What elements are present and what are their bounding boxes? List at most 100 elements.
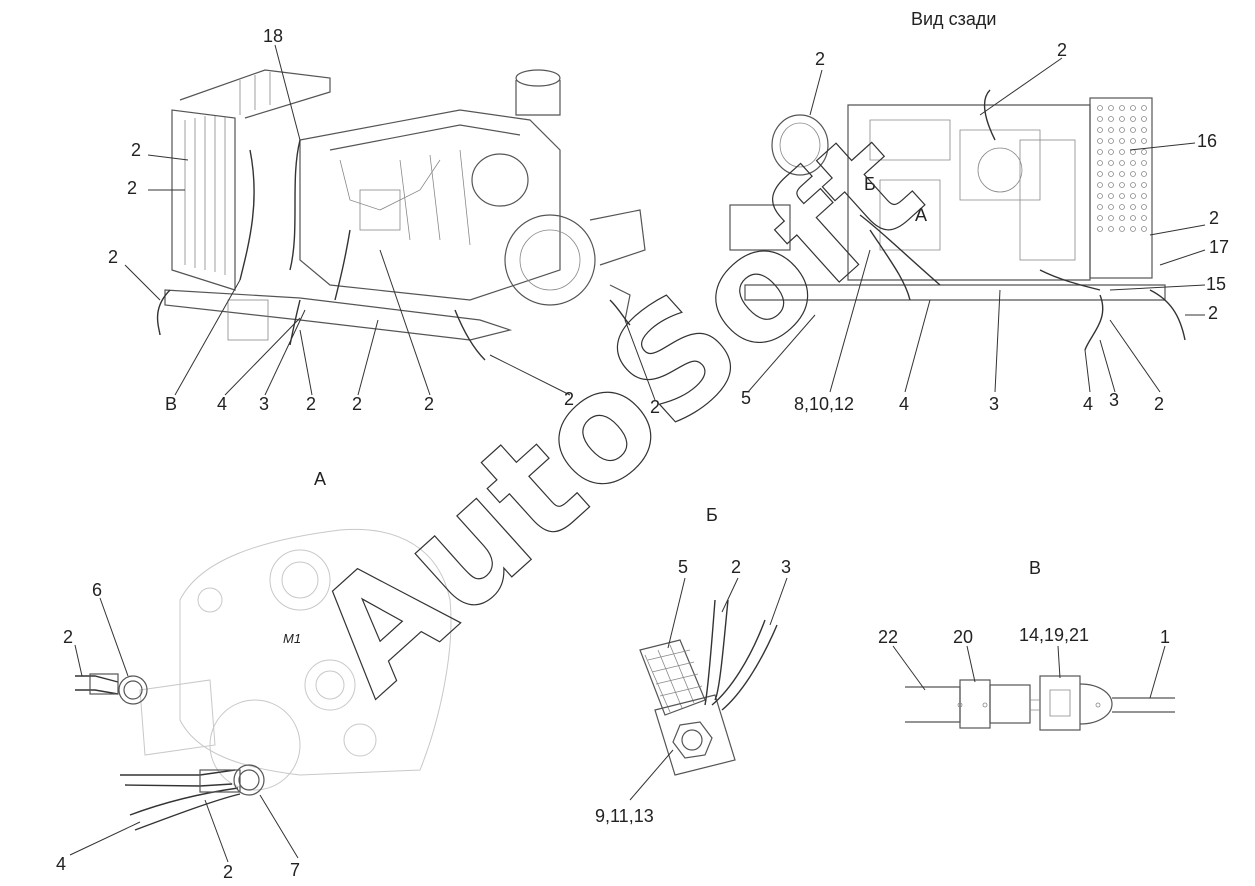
perforation-hole — [1130, 160, 1136, 166]
perforation-hole — [1119, 127, 1125, 133]
detail-b-drawing — [639, 599, 778, 776]
callout-labels: Вид сзади 18 2 2 2 В 4 3 2 2 2 2 2 2 2 1… — [56, 9, 1229, 882]
perforation-hole — [1108, 116, 1114, 122]
perforation-hole — [1097, 193, 1103, 199]
label-9-11-13: 9,11,13 — [595, 806, 654, 826]
perforation-hole — [1108, 204, 1114, 210]
label-18: 18 — [263, 26, 283, 46]
label-2: 2 — [731, 557, 741, 577]
perforation-hole — [1130, 215, 1136, 221]
label-2: 2 — [1209, 208, 1219, 228]
perforation-hole — [1141, 193, 1147, 199]
perforation-hole — [1119, 116, 1125, 122]
label-14-19-21: 14,19,21 — [1019, 625, 1089, 645]
perforation-hole — [1141, 171, 1147, 177]
perforation-hole — [1097, 138, 1103, 144]
label-v: В — [165, 394, 177, 414]
perforation-hole — [1097, 160, 1103, 166]
label-20: 20 — [953, 627, 973, 647]
perforation-hole — [1108, 226, 1114, 232]
perforation-hole — [1130, 193, 1136, 199]
perforation-hole — [1119, 193, 1125, 199]
detail-a-drawing — [75, 528, 452, 831]
perforation-hole — [1141, 215, 1147, 221]
label-2: 2 — [424, 394, 434, 414]
perforation-hole — [1097, 226, 1103, 232]
perforation-hole — [1119, 215, 1125, 221]
label-3: 3 — [1109, 390, 1119, 410]
motor-label: M1 — [283, 631, 301, 646]
label-7: 7 — [290, 860, 300, 880]
perforation-hole — [1141, 182, 1147, 188]
perforation-hole — [1108, 193, 1114, 199]
label-2: 2 — [127, 178, 137, 198]
perforation-hole — [1108, 171, 1114, 177]
label-2: 2 — [1208, 303, 1218, 323]
perforation-hole — [1141, 149, 1147, 155]
label-3: 3 — [781, 557, 791, 577]
perforation-hole — [1130, 226, 1136, 232]
perforation-hole — [1119, 182, 1125, 188]
label-2: 2 — [1154, 394, 1164, 414]
label-8-10-12: 8,10,12 — [794, 394, 854, 414]
label-5: 5 — [678, 557, 688, 577]
label-16: 16 — [1197, 131, 1217, 151]
perforation-hole — [1130, 138, 1136, 144]
engine-rear-view — [729, 89, 1186, 351]
perforation-hole — [1097, 204, 1103, 210]
label-2: 2 — [352, 394, 362, 414]
label-4: 4 — [899, 394, 909, 414]
perforation-hole — [1097, 149, 1103, 155]
perforation-hole — [1097, 127, 1103, 133]
label-15: 15 — [1206, 274, 1226, 294]
mark-b: Б — [864, 174, 876, 194]
perforation-hole — [1108, 138, 1114, 144]
perforation-hole — [1141, 116, 1147, 122]
perforation-hole — [1141, 204, 1147, 210]
engine-3d-view — [156, 69, 646, 361]
perforated-panel — [1097, 105, 1147, 232]
detail-v-title: В — [1029, 558, 1041, 578]
perforation-hole — [1097, 215, 1103, 221]
detail-b-title: Б — [706, 505, 718, 525]
label-4: 4 — [1083, 394, 1093, 414]
detail-a-title: А — [314, 469, 326, 489]
perforation-hole — [1119, 138, 1125, 144]
label-1: 1 — [1160, 627, 1170, 647]
label-2: 2 — [108, 247, 118, 267]
label-2: 2 — [650, 397, 660, 417]
perforation-hole — [1141, 138, 1147, 144]
perforation-hole — [1097, 182, 1103, 188]
perforation-hole — [1130, 204, 1136, 210]
perforation-hole — [1119, 160, 1125, 166]
label-3: 3 — [989, 394, 999, 414]
mark-a: А — [915, 205, 927, 225]
detail-v-drawing — [905, 675, 1175, 731]
rear-view-title: Вид сзади — [911, 9, 996, 29]
label-2: 2 — [306, 394, 316, 414]
perforation-hole — [1108, 182, 1114, 188]
label-2: 2 — [131, 140, 141, 160]
label-2: 2 — [63, 627, 73, 647]
perforation-hole — [1119, 226, 1125, 232]
perforation-hole — [1119, 204, 1125, 210]
leader-lines — [69, 44, 1206, 863]
perforation-hole — [1130, 171, 1136, 177]
label-4: 4 — [217, 394, 227, 414]
perforation-hole — [1119, 105, 1125, 111]
perforation-hole — [1130, 127, 1136, 133]
perforation-hole — [1108, 160, 1114, 166]
label-3: 3 — [259, 394, 269, 414]
perforation-hole — [1108, 105, 1114, 111]
label-2: 2 — [223, 862, 233, 882]
perforation-hole — [1108, 215, 1114, 221]
perforation-hole — [1130, 182, 1136, 188]
label-2: 2 — [564, 389, 574, 409]
perforation-hole — [1097, 116, 1103, 122]
perforation-hole — [1141, 226, 1147, 232]
label-6: 6 — [92, 580, 102, 600]
perforation-hole — [1119, 171, 1125, 177]
perforation-hole — [1097, 105, 1103, 111]
perforation-hole — [1119, 149, 1125, 155]
